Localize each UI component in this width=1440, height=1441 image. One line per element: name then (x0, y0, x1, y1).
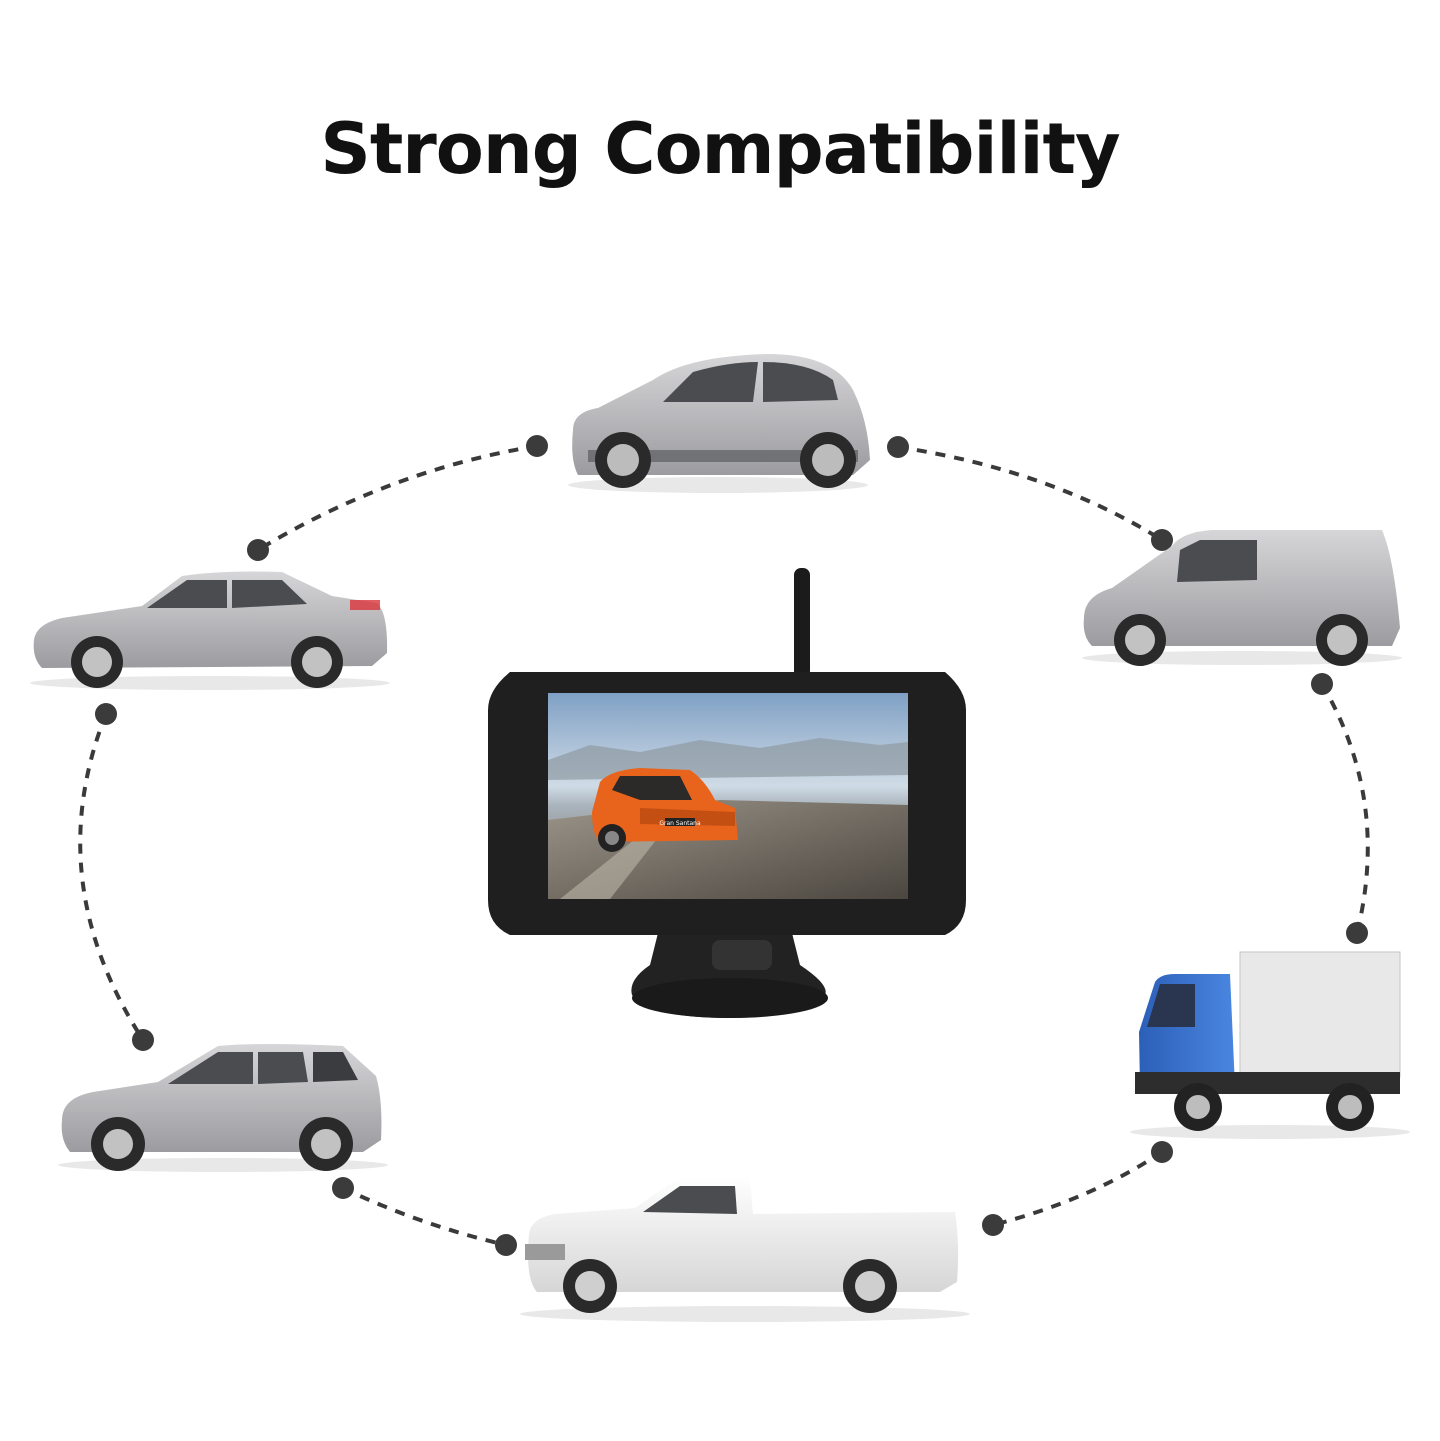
screen-plate-text: Gran Santana (659, 820, 701, 827)
dot (132, 1029, 154, 1051)
cargo-box (1239, 951, 1401, 1078)
connector-truck-pickup (992, 1150, 1164, 1227)
dot (95, 703, 117, 725)
cargo-van-icon (1082, 530, 1402, 666)
pickup-truck-icon (520, 1176, 970, 1322)
connector-sedan-suv (78, 713, 145, 1042)
screen-orange-car: Gran Santana (592, 768, 738, 852)
dot (247, 539, 269, 561)
page-title: Strong Compatibility (320, 108, 1120, 190)
connector-hatchback-van (897, 445, 1164, 542)
antenna-icon (794, 568, 810, 678)
box-truck-icon (1130, 951, 1410, 1139)
dot (1346, 922, 1368, 944)
suv-icon (58, 1044, 388, 1172)
dot (526, 435, 548, 457)
dot (495, 1234, 517, 1256)
dot (887, 436, 909, 458)
connector-hatchback-sedan (256, 444, 538, 552)
dot (1151, 1141, 1173, 1163)
connector-van-truck (1320, 682, 1370, 934)
sedan-car-icon (30, 571, 390, 690)
connector-lines (78, 444, 1370, 1247)
dot (1151, 529, 1173, 551)
dot (332, 1177, 354, 1199)
connector-suv-pickup (342, 1186, 507, 1247)
hatchback-car-icon (568, 354, 870, 493)
wireless-monitor: Gran Santana (488, 568, 966, 1018)
connector-dots (95, 435, 1368, 1256)
dot (982, 1214, 1004, 1236)
dot (1311, 673, 1333, 695)
